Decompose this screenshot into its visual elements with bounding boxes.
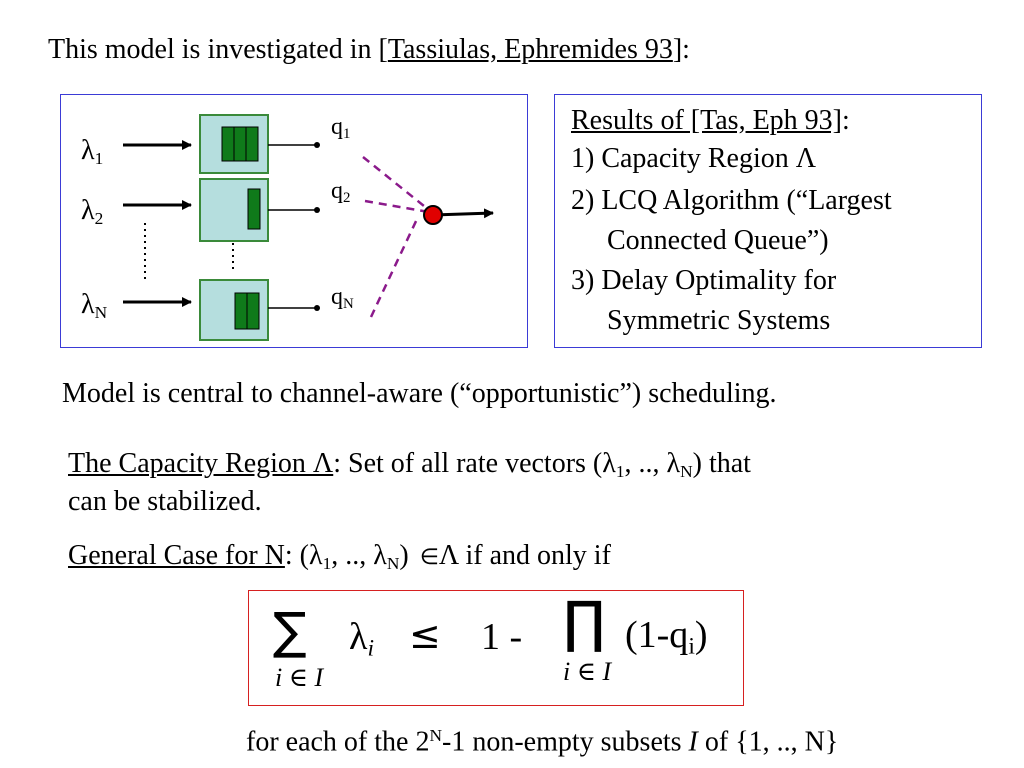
diagram-graphic [123,114,494,341]
q-n-label: qN [331,284,354,313]
leq-symbol: ≤ [409,613,441,657]
packet [234,292,248,330]
results-heading: Results of [Tas, Eph 93]: [571,105,850,136]
capacity-formula: ∑ i ∈ I λi ≤ 1 - ∏ i ∈ I (1-qi) [248,590,744,706]
results-item-3: 3) Delay Optimality for [571,265,837,296]
q-2-label: q2 [331,178,351,207]
capacity-definition-cont: can be stabilized. [68,486,262,517]
sum-symbol: ∑ [273,602,307,660]
packet [246,292,260,330]
results-box: Results of [Tas, Eph 93]: 1) Capacity Re… [554,94,982,348]
server-output-arrow [432,208,494,219]
output-node-n [314,305,320,311]
link-2 [364,199,430,214]
output-node-2 [314,207,320,213]
packet [245,126,259,162]
packet [233,126,247,162]
subsets-note: for each of the 2N-1 non-empty subsets I… [246,726,839,758]
general-case: General Case for N: (λ1, .., λN) ∈Λ if a… [68,540,611,573]
link-n [369,218,419,318]
results-item-3-cont: Symmetric Systems [607,305,831,336]
lambda-2-label: λ2 [81,195,104,228]
title-line: This model is investigated in [Tassiulas… [48,34,690,65]
lambda-term: λi [349,616,374,662]
packet [221,126,235,162]
citation: Tassiulas, Ephremides 93 [387,34,673,65]
results-item-2: 2) LCQ Algorithm (“Largest [571,185,892,216]
lambda-n-label: λN [81,289,108,322]
output-node-1 [314,142,320,148]
queue-diagram: λ1 λ2 λN q1 q2 qN [60,94,528,348]
one-minus: 1 - [481,616,523,658]
product-index: i ∈ I [563,657,612,686]
lambda-1-label: λ1 [81,135,104,168]
link-1 [362,156,430,211]
element-of-symbol: ∈ [419,545,439,570]
product-factor: (1-qi) [625,614,708,660]
capacity-definition: The Capacity Region Λ: Set of all rate v… [68,448,751,481]
packet [247,188,261,230]
results-item-1: 1) Capacity Region Λ [571,143,817,174]
central-statement: Model is central to channel-aware (“oppo… [62,378,777,409]
q-1-label: q1 [331,114,351,143]
results-item-2-cont: Connected Queue”) [607,225,829,256]
sum-index: i ∈ I [275,663,324,692]
server-node [423,205,443,225]
product-symbol: ∏ [563,590,606,655]
